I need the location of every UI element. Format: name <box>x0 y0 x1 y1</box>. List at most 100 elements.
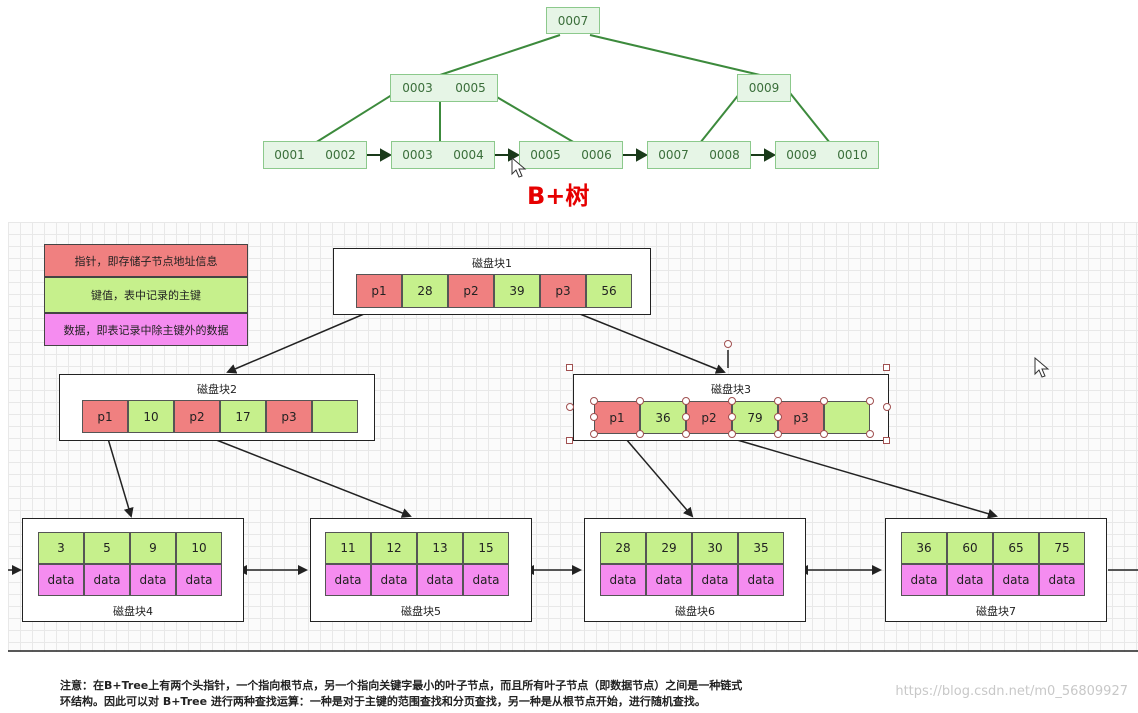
tree-leaf-node: 0005 0006 <box>519 141 623 169</box>
legend-data: 数据，即表记录中除主键外的数据 <box>44 313 248 346</box>
block-label: 磁盘块3 <box>711 383 751 396</box>
pointer-cell: p1 <box>356 274 402 308</box>
block-label: 磁盘块7 <box>976 605 1016 618</box>
tree-key: 0002 <box>325 148 356 162</box>
pointer-cell: p1 <box>82 400 128 433</box>
cell-handle[interactable] <box>774 430 782 438</box>
tree-key: 0003 <box>402 81 433 95</box>
pointer-cell: p2 <box>448 274 494 308</box>
tree-key: 0009 <box>748 81 780 95</box>
tree-root-node: 0007 <box>546 7 600 34</box>
key-cell: 56 <box>586 274 632 308</box>
data-cell: data <box>463 564 509 596</box>
data-cell: data <box>176 564 222 596</box>
data-cell: data <box>38 564 84 596</box>
key-cell: 11 <box>325 532 371 564</box>
tree-leaf-node: 0001 0002 <box>263 141 367 169</box>
watermark: https://blog.csdn.net/m0_56809927 <box>895 684 1128 699</box>
key-cell: 15 <box>463 532 509 564</box>
cell-handle[interactable] <box>590 413 598 421</box>
tree-key: 0007 <box>658 148 689 162</box>
key-cell: 35 <box>738 532 784 564</box>
data-cell: data <box>1039 564 1085 596</box>
tree-level2-left-node: 0003 0005 <box>390 74 498 102</box>
resize-handle[interactable] <box>566 437 573 444</box>
cell-handle[interactable] <box>682 430 690 438</box>
block-label: 磁盘块6 <box>675 605 715 618</box>
pointer-cell: p3 <box>540 274 586 308</box>
pointer-cell: p3 <box>778 401 824 434</box>
key-cell: 3 <box>38 532 84 564</box>
data-cell: data <box>646 564 692 596</box>
key-cell: 12 <box>371 532 417 564</box>
key-cell: 65 <box>993 532 1039 564</box>
resize-handle[interactable] <box>883 437 890 444</box>
mouse-cursor-icon <box>1034 357 1050 378</box>
tree-root-key: 0007 <box>557 13 589 28</box>
cell-handle[interactable] <box>636 397 644 405</box>
note-line-2: 环结构。因此可以对 B+Tree 进行两种查找运算：一种是对于主键的范围查找和分… <box>60 695 706 708</box>
cell-handle[interactable] <box>728 430 736 438</box>
cell-handle[interactable] <box>774 413 782 421</box>
tree-key: 0005 <box>530 148 561 162</box>
tree-key: 0009 <box>786 148 817 162</box>
block-label: 磁盘块1 <box>472 257 512 270</box>
data-cell: data <box>738 564 784 596</box>
cell-handle[interactable] <box>590 430 598 438</box>
tree-key: 0001 <box>274 148 305 162</box>
key-cell: 10 <box>128 400 174 433</box>
tree-key: 0004 <box>453 148 484 162</box>
key-cell: 36 <box>901 532 947 564</box>
legend-key: 键值，表中记录的主键 <box>44 277 248 313</box>
resize-handle[interactable] <box>883 403 891 411</box>
bplus-tree-title: B+树 <box>527 182 590 210</box>
cell-handle[interactable] <box>774 397 782 405</box>
key-cell: 75 <box>1039 532 1085 564</box>
data-cell: data <box>417 564 463 596</box>
mouse-cursor-icon <box>511 157 527 178</box>
legend-pointer: 指针，即存储子节点地址信息 <box>44 244 248 277</box>
key-cell: 5 <box>84 532 130 564</box>
key-cell: 9 <box>130 532 176 564</box>
key-cell <box>824 401 870 434</box>
tree-leaf-node: 0007 0008 <box>647 141 751 169</box>
key-cell: 29 <box>646 532 692 564</box>
key-cell: 10 <box>176 532 222 564</box>
cell-handle[interactable] <box>820 397 828 405</box>
cell-handle[interactable] <box>636 430 644 438</box>
pointer-cell: p1 <box>594 401 640 434</box>
data-cell: data <box>947 564 993 596</box>
resize-handle[interactable] <box>883 364 890 371</box>
cell-handle[interactable] <box>866 397 874 405</box>
pointer-cell: p2 <box>174 400 220 433</box>
cell-handle[interactable] <box>820 430 828 438</box>
tree-leaf-node: 0009 0010 <box>775 141 879 169</box>
pointer-cell: p3 <box>266 400 312 433</box>
tree-key: 0003 <box>402 148 433 162</box>
block-label: 磁盘块4 <box>113 605 153 618</box>
tree-leaf-node: 0003 0004 <box>391 141 495 169</box>
tree-level2-right-node: 0009 <box>737 74 791 102</box>
block-label: 磁盘块5 <box>401 605 441 618</box>
key-cell: 30 <box>692 532 738 564</box>
note-text: 注意：在B+Tree上有两个头指针，一个指向根节点，另一个指向关键字最小的叶子节… <box>60 678 820 710</box>
key-cell: 36 <box>640 401 686 434</box>
resize-handle[interactable] <box>566 403 574 411</box>
resize-handle[interactable] <box>566 364 573 371</box>
cell-handle[interactable] <box>682 413 690 421</box>
key-cell: 79 <box>732 401 778 434</box>
tree-key: 0008 <box>709 148 740 162</box>
pointer-cell: p2 <box>686 401 732 434</box>
rotate-handle[interactable] <box>724 340 732 348</box>
cell-handle[interactable] <box>728 413 736 421</box>
cell-handle[interactable] <box>728 397 736 405</box>
cell-handle[interactable] <box>590 397 598 405</box>
cell-handle[interactable] <box>866 430 874 438</box>
data-cell: data <box>993 564 1039 596</box>
data-cell: data <box>371 564 417 596</box>
data-cell: data <box>901 564 947 596</box>
cell-handle[interactable] <box>682 397 690 405</box>
tree-key: 0006 <box>581 148 612 162</box>
